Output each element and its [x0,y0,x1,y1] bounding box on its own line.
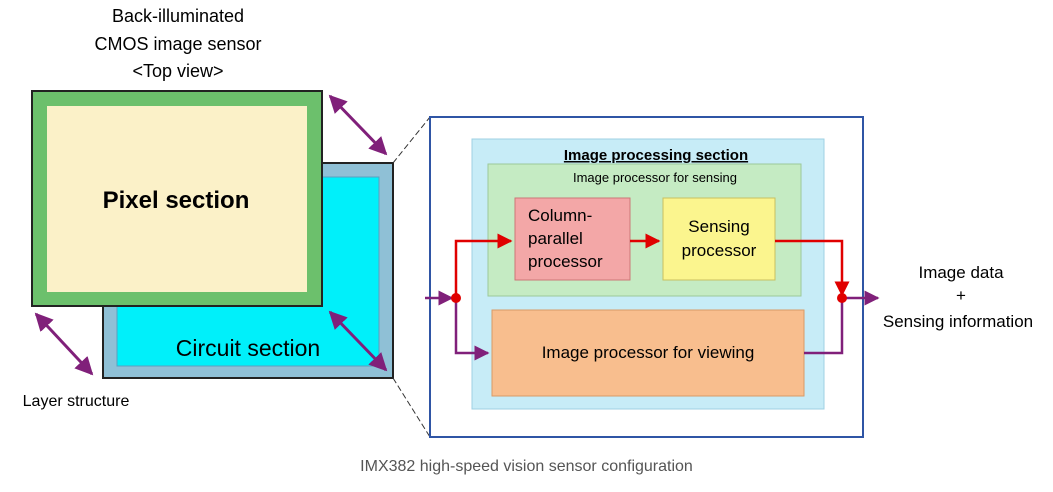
figure-caption: IMX382 high-speed vision sensor configur… [360,458,693,475]
pixel-section-label: Pixel section [103,187,250,214]
layer-arrow-bottom-left [34,312,94,376]
image-processing-title: Image processing section [564,147,748,164]
flow-input-to-column [454,233,513,298]
output-label-line1: Image data [918,263,1004,282]
output-merge-node [837,293,847,303]
input-split-node [451,293,461,303]
column-processor-line2: parallel [528,229,583,248]
sensing-processor-line1: Sensing [688,217,749,236]
viewing-processor-label: Image processor for viewing [542,343,755,362]
output-label-line3: Sensing information [883,312,1033,331]
sensing-group-label: Image processor for sensing [573,170,737,185]
sensor-title-line3: <Top view> [132,61,223,81]
output-label-line2: + [956,286,966,305]
layer-arrow-bottom-right [328,310,388,372]
circuit-section-label: Circuit section [176,335,320,361]
flow-viewing-to-output [804,298,844,355]
sensing-processor [662,197,776,281]
column-processor-line1: Column- [528,206,592,225]
zoom-line-top [392,116,431,164]
column-parallel-processor [514,197,631,281]
sensor-title-line2: CMOS image sensor [94,34,261,54]
column-processor-line3: processor [528,252,603,271]
flow-input-to-viewing [454,298,490,361]
layer-arrow-top-right [328,94,388,156]
zoom-line-bottom [392,377,431,438]
layer-structure-label: Layer structure [23,393,130,410]
flow-sensing-to-output [775,239,850,297]
pixel-layer [47,106,307,292]
sensing-processor-line2: processor [682,241,757,260]
sensor-title-line1: Back-illuminated [112,6,244,26]
